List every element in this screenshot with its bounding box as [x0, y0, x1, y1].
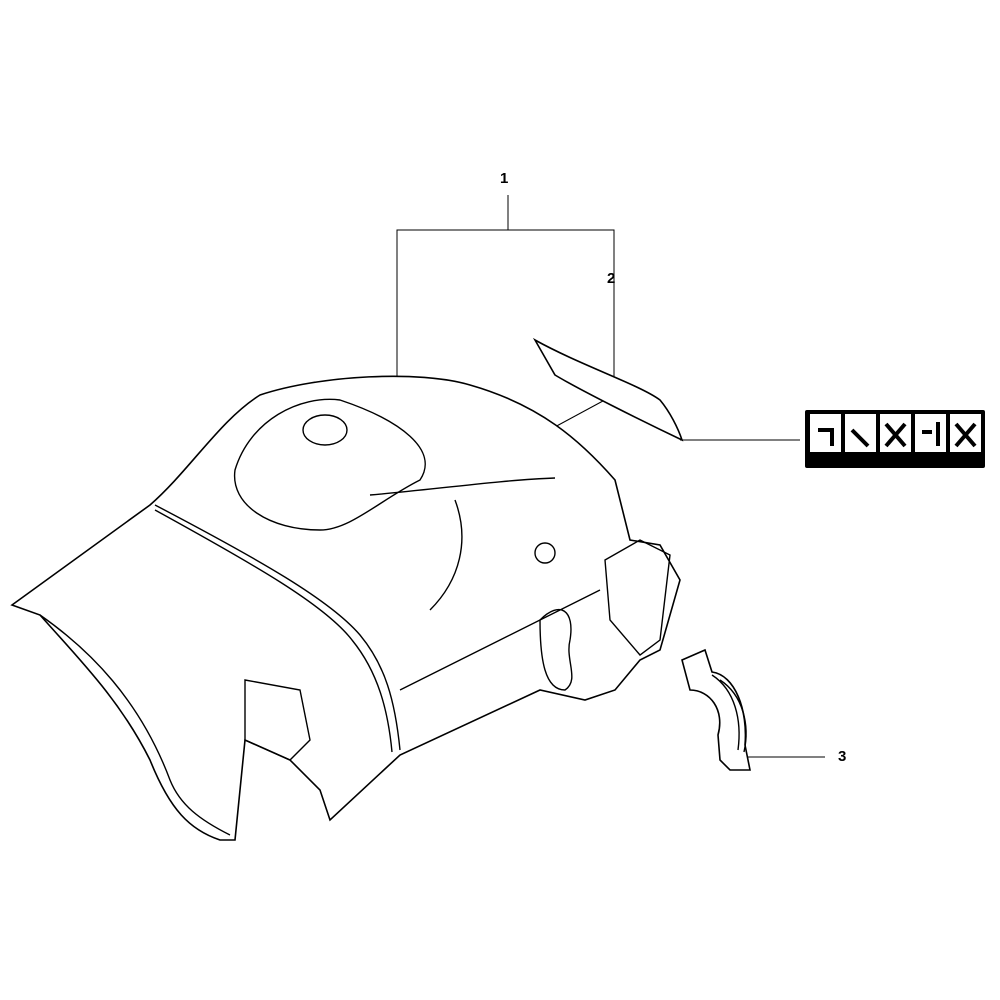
brand-badge [534, 542, 556, 564]
read-manual-icon [818, 428, 834, 446]
leader-lines [396, 195, 825, 758]
callout-1: 1 [500, 170, 509, 187]
warning-decal-label [805, 410, 985, 468]
brand-logo-emblem [302, 414, 348, 446]
cover-latch [681, 648, 751, 771]
warning-decal-strip [532, 337, 684, 442]
kickback-warning-icon [884, 422, 907, 448]
cylinder-cover [10, 375, 681, 841]
gloves-boots-icon [922, 422, 940, 446]
callout-2: 2 [607, 270, 616, 287]
one-hand-warning-icon [954, 422, 977, 448]
callout-3: 3 [838, 748, 847, 765]
eye-ear-protection-icon [850, 428, 870, 448]
